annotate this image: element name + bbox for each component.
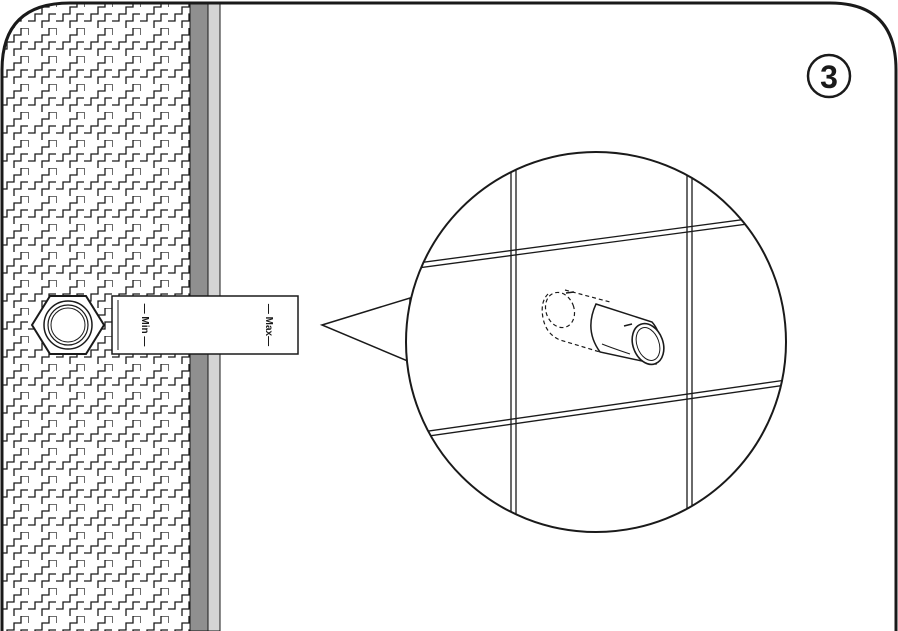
step-number: 3	[820, 59, 838, 95]
gauge-strip: — Min — — Max—	[111, 295, 299, 355]
gauge-min-label: — Min —	[139, 304, 150, 347]
hex-nut-icon	[30, 295, 106, 355]
step-badge: 3	[806, 53, 852, 99]
zoom-circle-border	[405, 151, 787, 533]
gauge-max-label: — Max—	[263, 304, 274, 346]
cylinder-pin-icon	[541, 289, 665, 366]
callout-pointer	[319, 296, 411, 364]
zoom-circle	[405, 151, 787, 533]
